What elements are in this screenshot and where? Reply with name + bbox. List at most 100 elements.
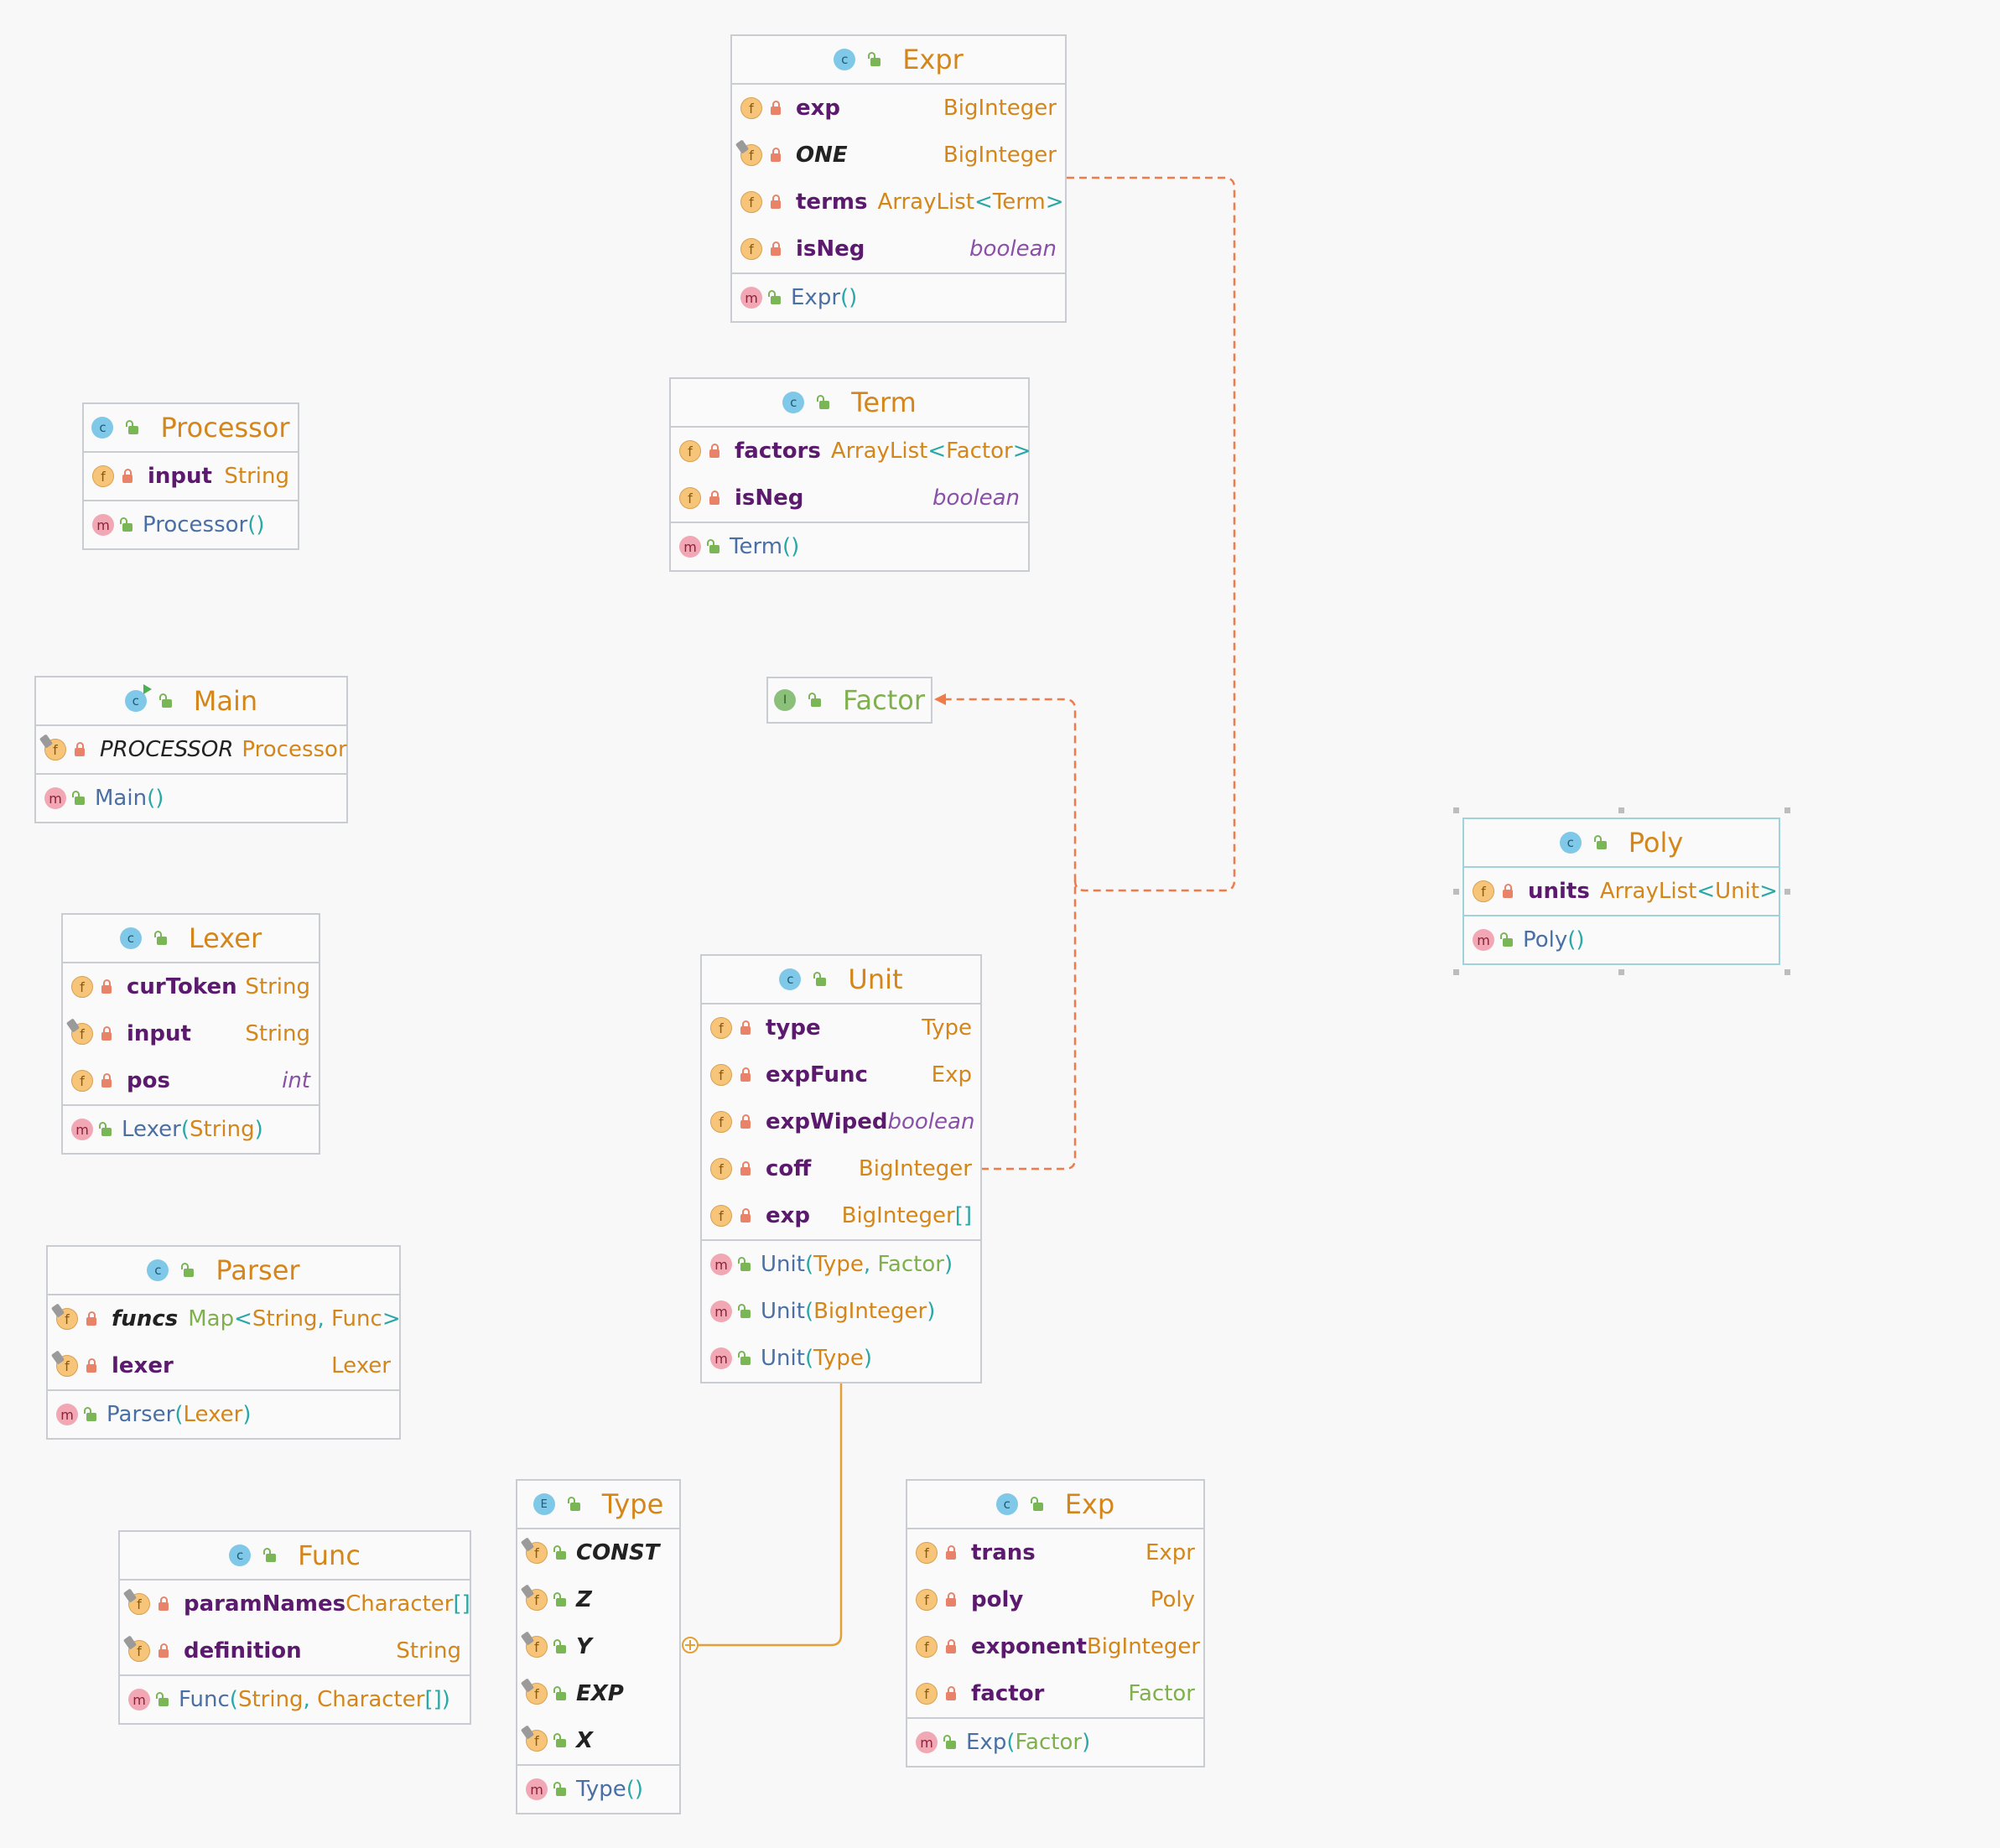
unlock-icon <box>84 1407 96 1421</box>
class-icon: c <box>124 684 152 712</box>
resize-handle[interactable] <box>1784 969 1790 975</box>
class-processor[interactable]: c Processor f input String m Processor() <box>82 402 299 550</box>
class-func[interactable]: c Func f paramNames Character[] f defini… <box>118 1530 471 1725</box>
field-row[interactable]: f exp BigInteger <box>732 85 1065 132</box>
field-row[interactable]: f poly Poly <box>907 1576 1203 1623</box>
field-name: exp <box>766 1203 811 1228</box>
enum-constant: Y <box>576 1634 592 1659</box>
field-row[interactable]: f lexer Lexer <box>48 1342 399 1389</box>
resize-handle[interactable] <box>1453 807 1459 813</box>
unlock-icon <box>817 395 830 409</box>
method-icon: m <box>71 1119 93 1140</box>
field-row[interactable]: f expWiped boolean <box>702 1098 980 1145</box>
method-row[interactable]: m Func(String, Character[]) <box>120 1674 470 1723</box>
field-row[interactable]: f input String <box>84 453 298 500</box>
field-type: ArrayList<Factor> <box>830 439 1031 464</box>
method-icon: m <box>710 1300 732 1322</box>
field-row[interactable]: f factors ArrayList<Factor> <box>671 428 1031 475</box>
method-row[interactable]: m Parser(Lexer) <box>48 1389 399 1438</box>
field-row[interactable]: f PROCESSOR Processor <box>36 726 347 773</box>
method-row[interactable]: m Unit(Type) <box>702 1335 980 1382</box>
field-row[interactable]: f coff BigInteger <box>702 1145 980 1192</box>
method-icon: m <box>526 1778 548 1800</box>
resize-handle[interactable] <box>1784 807 1790 813</box>
method-row[interactable]: m Unit(BigInteger) <box>702 1288 980 1335</box>
method-row[interactable]: m Exp(Factor) <box>907 1717 1203 1766</box>
field-row[interactable]: f definition String <box>120 1627 470 1674</box>
class-title: Lexer <box>188 922 262 954</box>
class-main[interactable]: c Main f PROCESSOR Processor m Main() <box>34 676 348 823</box>
method-row[interactable]: m Lexer(String) <box>63 1104 319 1153</box>
lock-icon <box>740 1020 751 1035</box>
method-icon: m <box>128 1689 150 1710</box>
enum-constant-row[interactable]: f X <box>517 1717 679 1764</box>
field-name: poly <box>971 1587 1024 1612</box>
enum-type[interactable]: E Type f CONST f Z f Y f EXP f X m Type(… <box>516 1479 681 1814</box>
method-row[interactable]: m Expr() <box>732 273 1065 321</box>
class-expr[interactable]: c Expr f exp BigInteger f ONE BigInteger… <box>730 34 1067 323</box>
method-param: Character <box>317 1687 425 1712</box>
resize-handle[interactable] <box>1784 889 1790 895</box>
field-row[interactable]: f isNeg boolean <box>732 226 1065 273</box>
field-row[interactable]: f pos int <box>63 1057 319 1104</box>
class-unit[interactable]: c Unit f type Type f expFunc Exp f expWi… <box>700 954 982 1383</box>
class-exp[interactable]: c Exp f trans Expr f poly Poly f exponen… <box>906 1479 1205 1768</box>
enum-constant-row[interactable]: f Z <box>517 1576 679 1623</box>
field-icon: f <box>916 1589 938 1611</box>
field-row[interactable]: f factor Factor <box>907 1670 1203 1717</box>
field-row[interactable]: f input String <box>63 1010 319 1057</box>
method-row[interactable]: m Main() <box>36 773 346 822</box>
method-row[interactable]: m Poly() <box>1464 915 1779 963</box>
field-icon: f <box>679 440 701 462</box>
enum-constant-row[interactable]: f CONST <box>517 1529 679 1576</box>
unlock-icon <box>181 1263 195 1277</box>
field-icon: f <box>710 1017 732 1039</box>
method-name: Lexer <box>122 1117 181 1142</box>
field-row[interactable]: f funcs Map<String, Func> <box>48 1295 401 1342</box>
generic-type: Map <box>188 1306 235 1331</box>
resize-handle[interactable] <box>1453 969 1459 975</box>
unlock-icon <box>72 791 85 805</box>
field-row[interactable]: f paramNames Character[] <box>120 1581 470 1627</box>
field-name: exp <box>796 96 841 121</box>
field-icon: f <box>520 1584 548 1611</box>
class-lexer[interactable]: c Lexer f curToken String f input String… <box>61 913 320 1155</box>
method-row[interactable]: m Processor() <box>84 500 298 548</box>
field-row[interactable]: f isNeg boolean <box>671 475 1028 522</box>
field-row[interactable]: f terms ArrayList<Term> <box>732 179 1065 226</box>
field-row[interactable]: f expFunc Exp <box>702 1051 980 1098</box>
class-title: Main <box>193 685 258 717</box>
lock-icon <box>1503 884 1513 898</box>
method-param: Type <box>813 1346 864 1371</box>
field-row[interactable]: f trans Expr <box>907 1529 1203 1576</box>
class-poly[interactable]: c Poly f units ArrayList<Unit> m Poly() <box>1462 818 1780 965</box>
field-name: paramNames <box>184 1591 346 1617</box>
enum-constant-row[interactable]: f Y <box>517 1623 679 1670</box>
unlock-icon <box>1593 835 1607 849</box>
field-row[interactable]: f units ArrayList<Unit> <box>1464 868 1779 915</box>
field-row[interactable]: f curToken String <box>63 963 319 1010</box>
resize-handle[interactable] <box>1618 807 1624 813</box>
field-row[interactable]: f exp BigInteger[] <box>702 1192 980 1239</box>
method-row[interactable]: m Type() <box>517 1764 679 1813</box>
field-type: Map<String, Func> <box>188 1306 401 1331</box>
method-row[interactable]: m Term() <box>671 522 1028 570</box>
class-icon: c <box>147 1259 169 1281</box>
class-term[interactable]: c Term f factors ArrayList<Factor> f isN… <box>669 377 1031 572</box>
enum-title: Type <box>601 1488 664 1520</box>
method-name: Term <box>730 534 783 559</box>
method-name: Poly <box>1523 927 1568 953</box>
resize-handle[interactable] <box>1618 969 1624 975</box>
field-row[interactable]: f exponent BigInteger <box>907 1623 1203 1670</box>
field-name: isNeg <box>735 485 804 511</box>
field-row[interactable]: f type Type <box>702 1004 980 1051</box>
enum-icon: E <box>532 1493 555 1515</box>
generic-type: ArrayList <box>877 189 974 215</box>
method-signature: Unit(Type) <box>761 1346 872 1371</box>
resize-handle[interactable] <box>1453 889 1459 895</box>
interface-factor[interactable]: I Factor <box>766 677 932 724</box>
enum-constant-row[interactable]: f EXP <box>517 1670 679 1717</box>
class-parser[interactable]: c Parser f funcs Map<String, Func> f lex… <box>46 1245 401 1440</box>
field-row[interactable]: f ONE BigInteger <box>732 132 1065 179</box>
method-row[interactable]: m Unit(Type, Factor) <box>702 1239 980 1288</box>
